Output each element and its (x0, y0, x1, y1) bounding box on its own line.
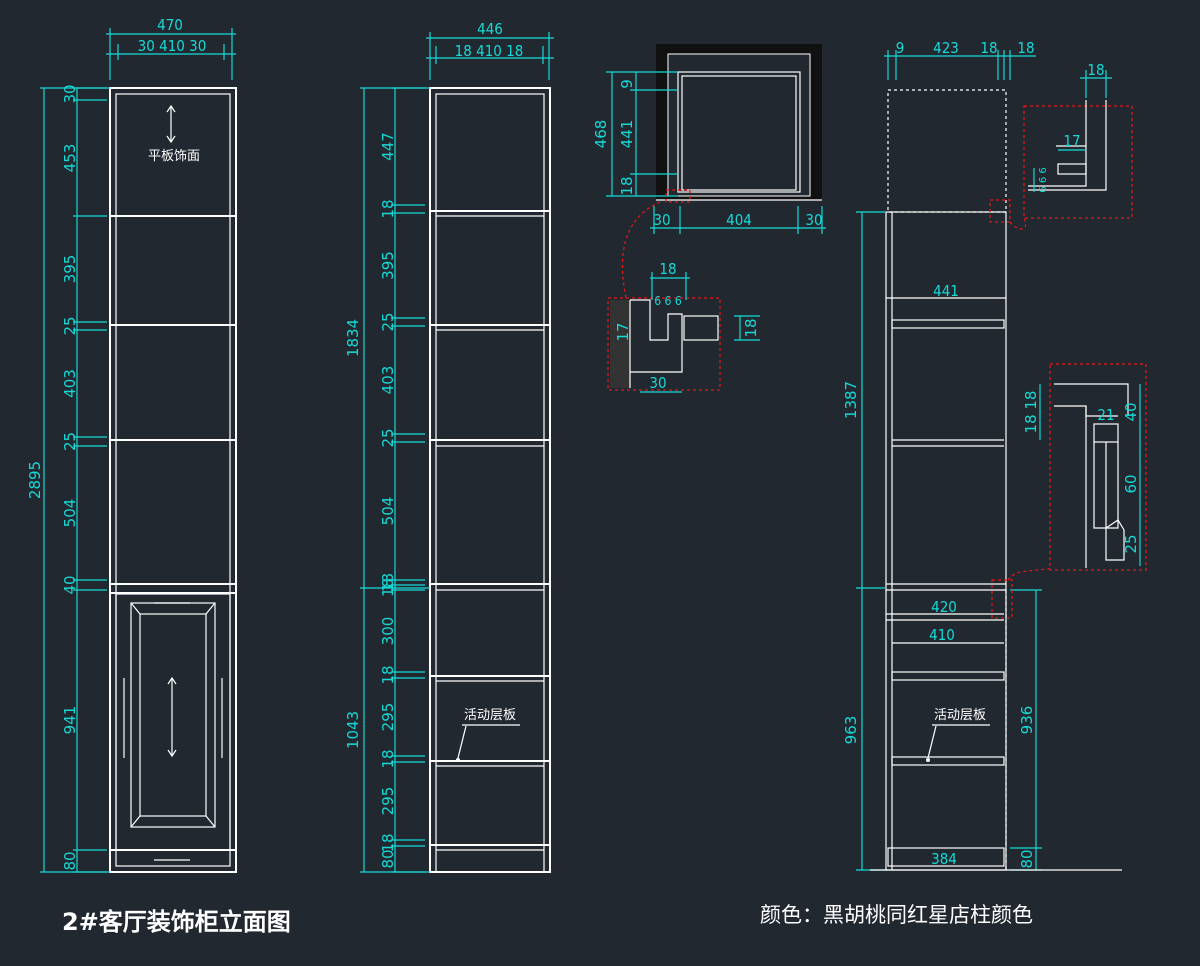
plan-section: 468 9 441 18 30 404 30 (592, 44, 826, 299)
drawing-title: 2#客厅装饰柜立面图 (62, 908, 291, 936)
elev3-top-423: 423 (933, 39, 959, 57)
detail-2: 18 17 6 6 6 (1023, 61, 1133, 219)
plan-height-18: 18 (618, 176, 636, 195)
elev2-upper-total: 1834 (344, 319, 362, 357)
detail3-r3: 25 (1122, 534, 1140, 553)
elev3-lower-total: 963 (842, 716, 860, 745)
elev3-w410: 410 (929, 626, 955, 644)
elev1-dim-label: 395 (61, 255, 79, 284)
panel-finish-label: 平板饰面 (148, 149, 200, 164)
elev1-dim-label: 403 (61, 369, 79, 398)
elev1-top-parts: 30 410 30 (138, 37, 207, 55)
color-note: 颜色：黑胡桃同红星店柱颜色 (760, 903, 1033, 927)
elev2-dim-label: 504 (379, 497, 397, 526)
elev1-dim-label: 25 (61, 316, 79, 335)
plan-height-441: 441 (618, 120, 636, 149)
elev1-dim-label: 504 (61, 499, 79, 528)
elev2-dim-label: 395 (379, 251, 397, 280)
elev2-dim-label: 18 (379, 665, 397, 684)
elev2-dim-label: 80 (379, 849, 397, 868)
elev1-top-total: 470 (157, 16, 183, 34)
elev3-w384: 384 (931, 850, 957, 868)
inner-elevation: 446 18 410 18 活动层板 1834 1043 447 18 395 25 4… (344, 20, 554, 873)
elev1-dim-label: 453 (61, 144, 79, 173)
elev3-bottom-right: 80 (1018, 849, 1036, 868)
plan-bottom-right: 30 (805, 211, 822, 229)
detail2-top: 18 (1087, 61, 1104, 79)
plan-height-9: 9 (618, 79, 636, 89)
detail3-r2: 60 (1122, 474, 1140, 493)
elev1-total-height: 2895 (26, 461, 44, 499)
elev2-dim-label: 18 (379, 199, 397, 218)
detail1-bottom: 30 (649, 374, 666, 392)
elev3-upper-total: 1387 (842, 381, 860, 419)
elev2-dim-label: 25 (379, 312, 397, 331)
elev3-top-9: 9 (896, 39, 905, 57)
elev2-top-total: 446 (477, 20, 503, 38)
side-elevation: 9 423 18 18 441 420 410 384 活动层板 1387 (842, 39, 1122, 871)
elev3-w420: 420 (931, 598, 957, 616)
detail1-sub: 6 6 6 (654, 294, 682, 308)
movable-shelf-label-1: 活动层板 (464, 708, 516, 723)
front-elevation: 470 30 410 30 平板饰面 (26, 16, 237, 873)
detail-1: 18 6 6 6 17 18 30 (607, 260, 760, 393)
detail2-inner: 17 (1063, 132, 1080, 150)
detail3-left: 18 18 (1022, 391, 1040, 434)
elev1-dim-label: 80 (61, 851, 79, 870)
detail3-w: 21 (1097, 406, 1114, 424)
elev1-dim-label: 941 (61, 706, 79, 735)
elev3-top-18a: 18 (980, 39, 997, 57)
detail2-small: 6 6 6 (1038, 167, 1049, 192)
detail-3: 18 18 21 40 60 25 (1022, 363, 1147, 571)
elev2-dim-label: 447 (379, 132, 397, 161)
elev3-shelf-441: 441 (933, 282, 959, 300)
movable-shelf-label-2: 活动层板 (934, 708, 986, 723)
elev2-dim-label: 295 (379, 787, 397, 816)
plan-height-total: 468 (592, 120, 610, 149)
elev3-right-lower: 936 (1018, 706, 1036, 735)
detail1-right: 18 (742, 318, 760, 337)
plan-bottom-left: 30 (653, 211, 670, 229)
detail3-r1: 40 (1122, 402, 1140, 421)
detail1-top: 18 (659, 260, 676, 278)
elev2-dim-label: 300 (379, 617, 397, 646)
elev2-dim-label: 18 (379, 578, 397, 597)
elev2-dim-label: 403 (379, 366, 397, 395)
elev1-dim-label: 30 (61, 84, 79, 103)
elev2-dim-label: 18 (379, 573, 397, 592)
elev2-dim-label: 25 (379, 428, 397, 447)
elev1-dim-label: 40 (61, 575, 79, 594)
elev3-top-18b: 18 (1017, 39, 1034, 57)
elev2-dim-label: 18 (379, 749, 397, 768)
detail1-left: 17 (614, 322, 632, 341)
elev2-lower-total: 1043 (344, 711, 362, 749)
elev2-dim-label: 18 (379, 833, 397, 852)
elev2-top-parts: 18 410 18 (455, 42, 524, 60)
elev1-dim-label: 25 (61, 432, 79, 451)
elev2-dim-label: 295 (379, 703, 397, 732)
plan-bottom-mid: 404 (726, 211, 752, 229)
